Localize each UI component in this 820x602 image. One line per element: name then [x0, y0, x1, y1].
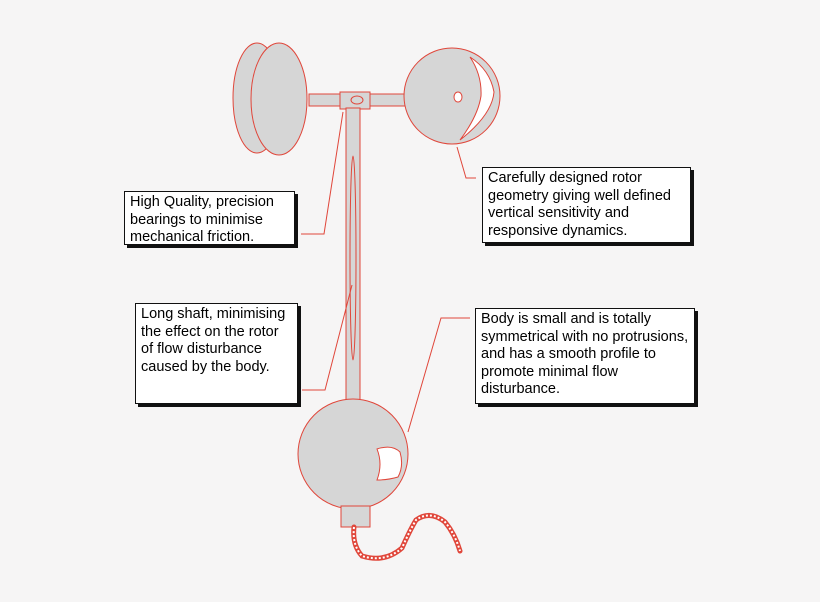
- leader-bearings: [301, 111, 344, 235]
- callout-bearings: High Quality, precision bearings to mini…: [124, 191, 295, 245]
- left-cup-face: [250, 42, 308, 156]
- right-cup-hole: [453, 91, 463, 103]
- shaft-highlight: [349, 155, 357, 361]
- body-opening: [376, 446, 403, 481]
- callout-body: Body is small and is totally symmetrical…: [475, 308, 695, 404]
- vertical-shaft: [345, 107, 361, 409]
- rotor-assembly: [232, 42, 501, 156]
- right-cup-opening: [459, 56, 495, 141]
- callout-rotor-geometry: Carefully designed rotor geometry giving…: [482, 167, 691, 243]
- leader-lines: [301, 111, 476, 433]
- leader-shaft: [302, 284, 353, 391]
- shaft-assembly: [345, 107, 361, 409]
- signal-cable-texture: [352, 514, 461, 560]
- hub-bearing: [350, 95, 364, 105]
- body-assembly: [297, 398, 409, 528]
- leader-rotor: [456, 146, 476, 179]
- callout-long-shaft: Long shaft, minimising the effect on the…: [135, 303, 298, 404]
- base-connector: [340, 505, 371, 528]
- leader-body: [407, 317, 470, 433]
